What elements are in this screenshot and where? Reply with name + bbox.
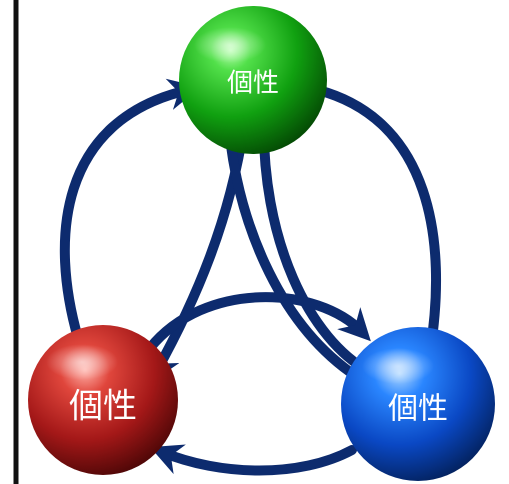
- node-right-label: 個性: [388, 392, 448, 427]
- node-top: 個性: [179, 6, 327, 154]
- node-right: 個性: [341, 327, 495, 481]
- node-right-shine: [362, 348, 434, 384]
- node-left: 個性: [28, 325, 178, 475]
- node-top-shine: [194, 27, 266, 63]
- arrow-blue-to-green: [264, 112, 370, 372]
- node-left-shine: [46, 344, 118, 380]
- node-top-label: 個性: [227, 69, 279, 99]
- arrow-red-to-green: [65, 90, 188, 338]
- node-left-label: 個性: [69, 387, 137, 427]
- arrow-blue-to-red: [162, 450, 352, 471]
